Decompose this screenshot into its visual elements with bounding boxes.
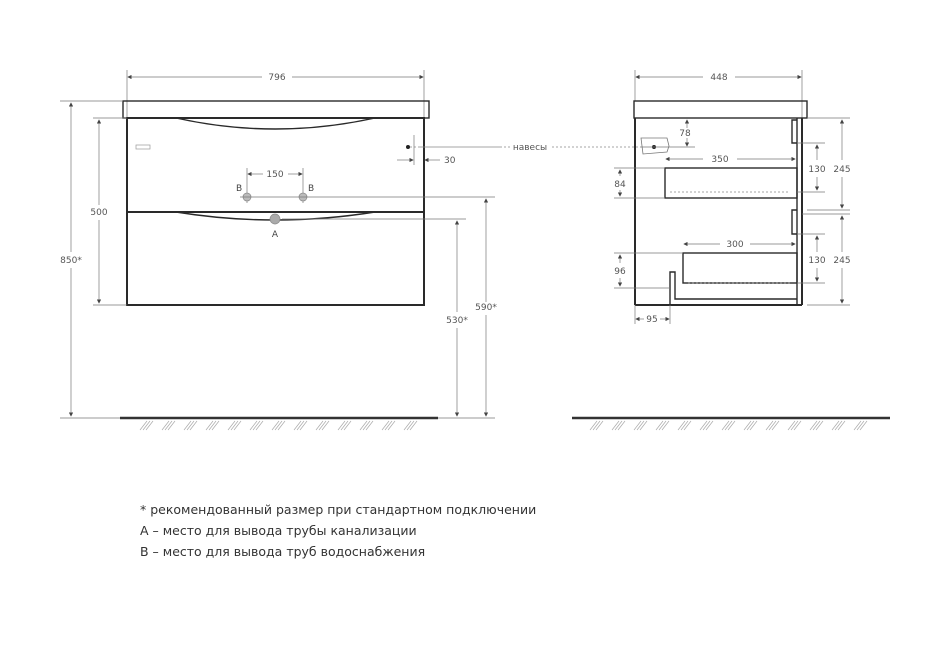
upper-front-inner-dimension: 130 xyxy=(808,165,825,175)
front-view: 796 30 150 B B A xyxy=(60,70,500,431)
countertop xyxy=(122,100,430,119)
lower-front-dimension: 245 xyxy=(833,256,850,266)
hanger-drop-dimension: 78 xyxy=(679,129,691,139)
tap-label-left: B xyxy=(236,184,242,194)
width-dimension: 796 xyxy=(268,73,285,83)
upper-drawer-box xyxy=(664,167,798,199)
upper-drawer-height-dimension: 84 xyxy=(614,180,626,190)
side-floor-hatch xyxy=(589,420,868,431)
hanger-label: навесы xyxy=(513,143,547,153)
note-recommended-size: * рекомендованный размер при стандартном… xyxy=(140,502,537,517)
lower-front-inner-dimension: 130 xyxy=(808,256,825,266)
upper-drawer-depth-dimension: 350 xyxy=(711,155,728,165)
note-water-supply-location: В – место для вывода труб водоснабжения xyxy=(140,544,426,559)
hanger-offset-dimension: 30 xyxy=(444,156,456,166)
total-height-dimension: 850* xyxy=(60,256,82,266)
drain-outlet-icon xyxy=(269,213,281,225)
lower-drawer-box xyxy=(682,252,798,284)
hanger-point-icon xyxy=(406,145,410,149)
note-drain-location: А – место для вывода трубы канализации xyxy=(140,523,417,538)
floor-hatch xyxy=(139,420,418,431)
side-view: 448 78 350 84 130 xyxy=(572,70,890,431)
lower-drawer-depth-dimension: 300 xyxy=(726,240,743,250)
drain-height-dimension: 530* xyxy=(446,316,468,326)
lower-drawer-height-dimension: 96 xyxy=(614,267,626,277)
tap-height-dimension: 590* xyxy=(475,303,497,313)
lower-drawer-support xyxy=(669,271,797,305)
legend-notes: * рекомендованный размер при стандартном… xyxy=(140,499,536,562)
upper-front-dimension: 245 xyxy=(833,165,850,175)
tap-spacing-dimension: 150 xyxy=(266,170,283,180)
body-height-dimension: 500 xyxy=(90,208,107,218)
depth-dimension: 448 xyxy=(710,73,727,83)
upper-handle-curve xyxy=(175,117,376,130)
side-countertop xyxy=(633,100,808,119)
leg-offset-dimension: 95 xyxy=(646,315,657,325)
drain-label: A xyxy=(272,230,279,240)
left-bracket-icon xyxy=(135,144,151,150)
tap-label-right: B xyxy=(308,184,314,194)
